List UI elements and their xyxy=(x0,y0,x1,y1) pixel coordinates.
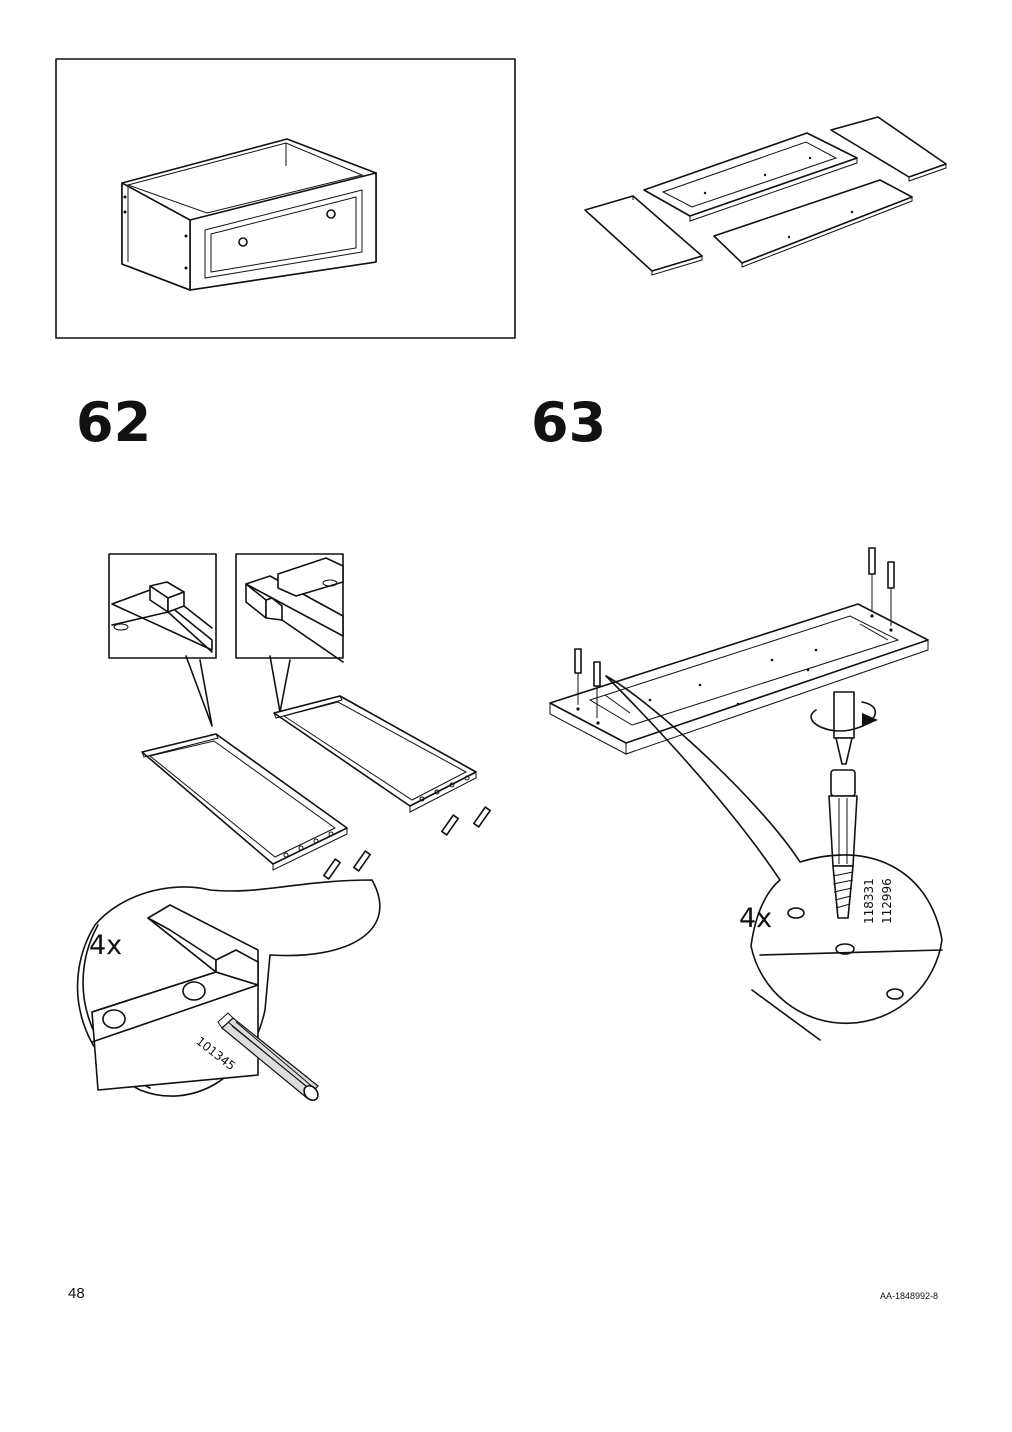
step-62-quantity-label: 4x xyxy=(89,930,123,961)
step-63-cam-screws xyxy=(574,547,895,718)
page-number: 48 xyxy=(68,1285,85,1302)
step-62-side-panel-right xyxy=(273,695,477,813)
drawer-overview-frame xyxy=(55,58,516,339)
exploded-drawer-parts xyxy=(584,116,947,276)
step-63-frame-board xyxy=(549,603,929,755)
step-number-63: 63 xyxy=(531,391,607,454)
step-63-part-number-2: 112996 xyxy=(880,878,894,924)
step-63-part-number-1: 118331 xyxy=(862,878,876,924)
step-62-zoom-callout xyxy=(76,879,381,1102)
step-63-quantity-label: 4x xyxy=(739,903,773,934)
step-62-dowels xyxy=(323,806,491,880)
step-62-side-panel-left xyxy=(141,733,348,871)
step-number-62: 62 xyxy=(76,391,152,454)
step-63-screwdriver xyxy=(810,691,878,765)
step-63-zoom-callout xyxy=(605,675,943,1041)
step-63-cam-screw-large xyxy=(828,769,858,919)
document-id: AA-1848992-8 xyxy=(880,1291,939,1301)
step-62-detail-left xyxy=(108,553,217,727)
step-62-detail-right xyxy=(235,553,344,713)
assembled-drawer-illustration xyxy=(121,138,377,291)
